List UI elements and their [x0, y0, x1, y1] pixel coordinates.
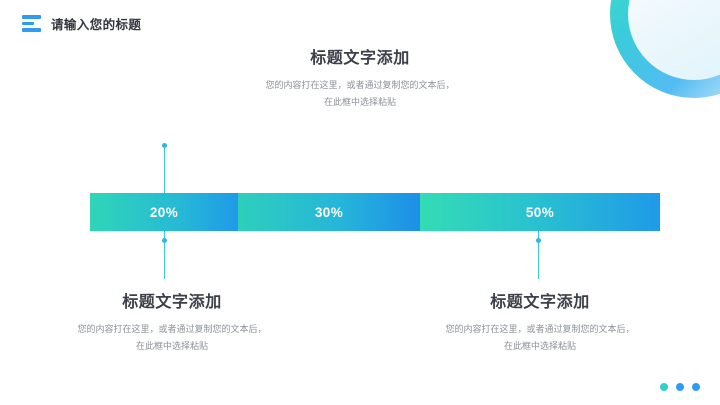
block-title-bottom-left: 标题文字添加	[122, 294, 222, 311]
bar-segment-2-label: 30%	[314, 204, 344, 220]
text-block-bottom-right: 标题文字添加 您的内容打在这里，或者通过复制您的文本后， 在此框中选择粘贴	[410, 288, 670, 355]
block-title-bottom-right: 标题文字添加	[490, 294, 590, 311]
stacked-bar-chart: 20% 30% 50%	[90, 193, 660, 231]
block-desc-bottom-left-line1: 您的内容打在这里，或者通过复制您的文本后，	[77, 324, 267, 334]
page-title: 请输入您的标题	[51, 18, 142, 32]
connector-dot-bottom-right	[536, 238, 541, 243]
connector-line-top	[164, 145, 165, 193]
bar-segment-1-label: 20%	[149, 204, 179, 220]
connector-dot-bottom-left	[162, 238, 167, 243]
block-desc-top-line1: 您的内容打在这里，或者通过复制您的文本后，	[265, 80, 455, 90]
pagination-dot-3[interactable]	[692, 383, 700, 391]
connector-line-bottom-right	[538, 231, 539, 279]
connector-line-bottom-left	[164, 231, 165, 279]
pagination-dots[interactable]	[660, 383, 700, 391]
block-desc-bottom-right-line1: 您的内容打在这里，或者通过复制您的文本后，	[445, 324, 635, 334]
block-desc-top-line2: 在此框中选择粘贴	[323, 97, 396, 107]
block-desc-bottom-right: 您的内容打在这里，或者通过复制您的文本后， 在此框中选择粘贴	[410, 321, 670, 355]
block-desc-top: 您的内容打在这里，或者通过复制您的文本后， 在此框中选择粘贴	[0, 77, 720, 111]
text-block-top: 标题文字添加 您的内容打在这里，或者通过复制您的文本后， 在此框中选择粘贴	[0, 44, 720, 111]
block-desc-bottom-left-line2: 在此框中选择粘贴	[135, 341, 208, 351]
bar-segment-3[interactable]: 50%	[420, 193, 660, 231]
bar-segment-2[interactable]: 30%	[238, 193, 420, 231]
block-title-top: 标题文字添加	[310, 50, 410, 67]
bar-segment-3-label: 50%	[525, 204, 555, 220]
block-desc-bottom-left: 您的内容打在这里，或者通过复制您的文本后， 在此框中选择粘贴	[42, 321, 302, 355]
block-desc-bottom-right-line2: 在此框中选择粘贴	[503, 341, 576, 351]
bar-segment-1[interactable]: 20%	[90, 193, 238, 231]
pagination-dot-2[interactable]	[676, 383, 684, 391]
hamburger-menu-icon[interactable]	[22, 15, 41, 32]
slide-header: 请输入您的标题	[22, 14, 141, 33]
connector-dot-top	[162, 143, 167, 148]
pagination-dot-1[interactable]	[660, 383, 668, 391]
text-block-bottom-left: 标题文字添加 您的内容打在这里，或者通过复制您的文本后， 在此框中选择粘贴	[42, 288, 302, 355]
